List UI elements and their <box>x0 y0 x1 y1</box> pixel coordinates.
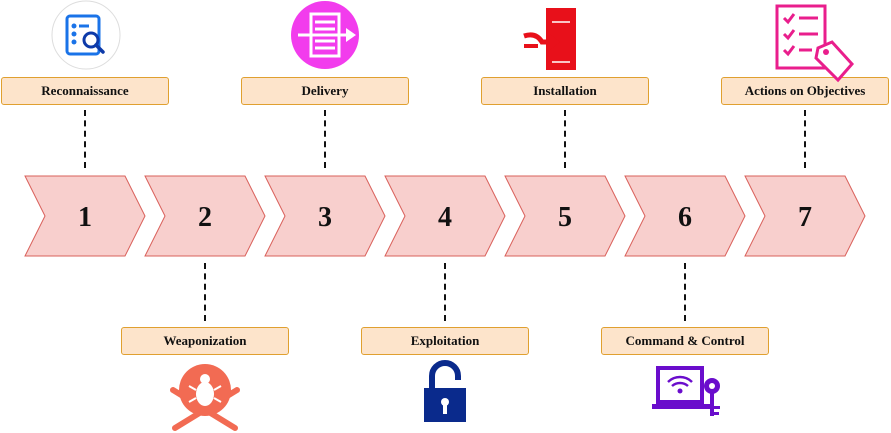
server-install-icon <box>523 8 576 70</box>
label-installation: Installation <box>481 77 649 105</box>
chevron-step-4 <box>384 175 506 257</box>
step-number-4: 4 <box>438 202 452 233</box>
label-actions-on-objectives: Actions on Objectives <box>721 77 889 105</box>
step-number-2: 2 <box>198 202 212 233</box>
connector-3 <box>324 110 326 168</box>
bug-crossbones-icon <box>170 364 240 431</box>
connector-2 <box>204 263 206 321</box>
checklist-tag-icon <box>775 4 855 83</box>
delivery-arrow-icon <box>291 1 359 69</box>
step-number-3: 3 <box>318 202 332 233</box>
connector-1 <box>84 110 86 168</box>
chevron-step-2 <box>144 175 266 257</box>
step-number-5: 5 <box>558 202 572 233</box>
chevron-step-1 <box>24 175 146 257</box>
connector-7 <box>804 110 806 168</box>
chevron-step-6 <box>624 175 746 257</box>
step-number-7: 7 <box>798 202 812 233</box>
label-reconnaissance: Reconnaissance <box>1 77 169 105</box>
connector-4 <box>444 263 446 321</box>
label-weaponization: Weaponization <box>121 327 289 355</box>
connector-5 <box>564 110 566 168</box>
step-number-1: 1 <box>78 202 92 233</box>
label-command-control: Command & Control <box>601 327 769 355</box>
label-delivery: Delivery <box>241 77 409 105</box>
step-number-6: 6 <box>678 202 692 233</box>
connector-6 <box>684 263 686 321</box>
chevron-step-3 <box>264 175 386 257</box>
chevron-step-5 <box>504 175 626 257</box>
laptop-wifi-key-icon <box>652 366 720 416</box>
unlocked-padlock-icon <box>424 360 466 422</box>
chevron-step-7 <box>744 175 866 257</box>
document-search-icon <box>51 0 121 70</box>
label-exploitation: Exploitation <box>361 327 529 355</box>
